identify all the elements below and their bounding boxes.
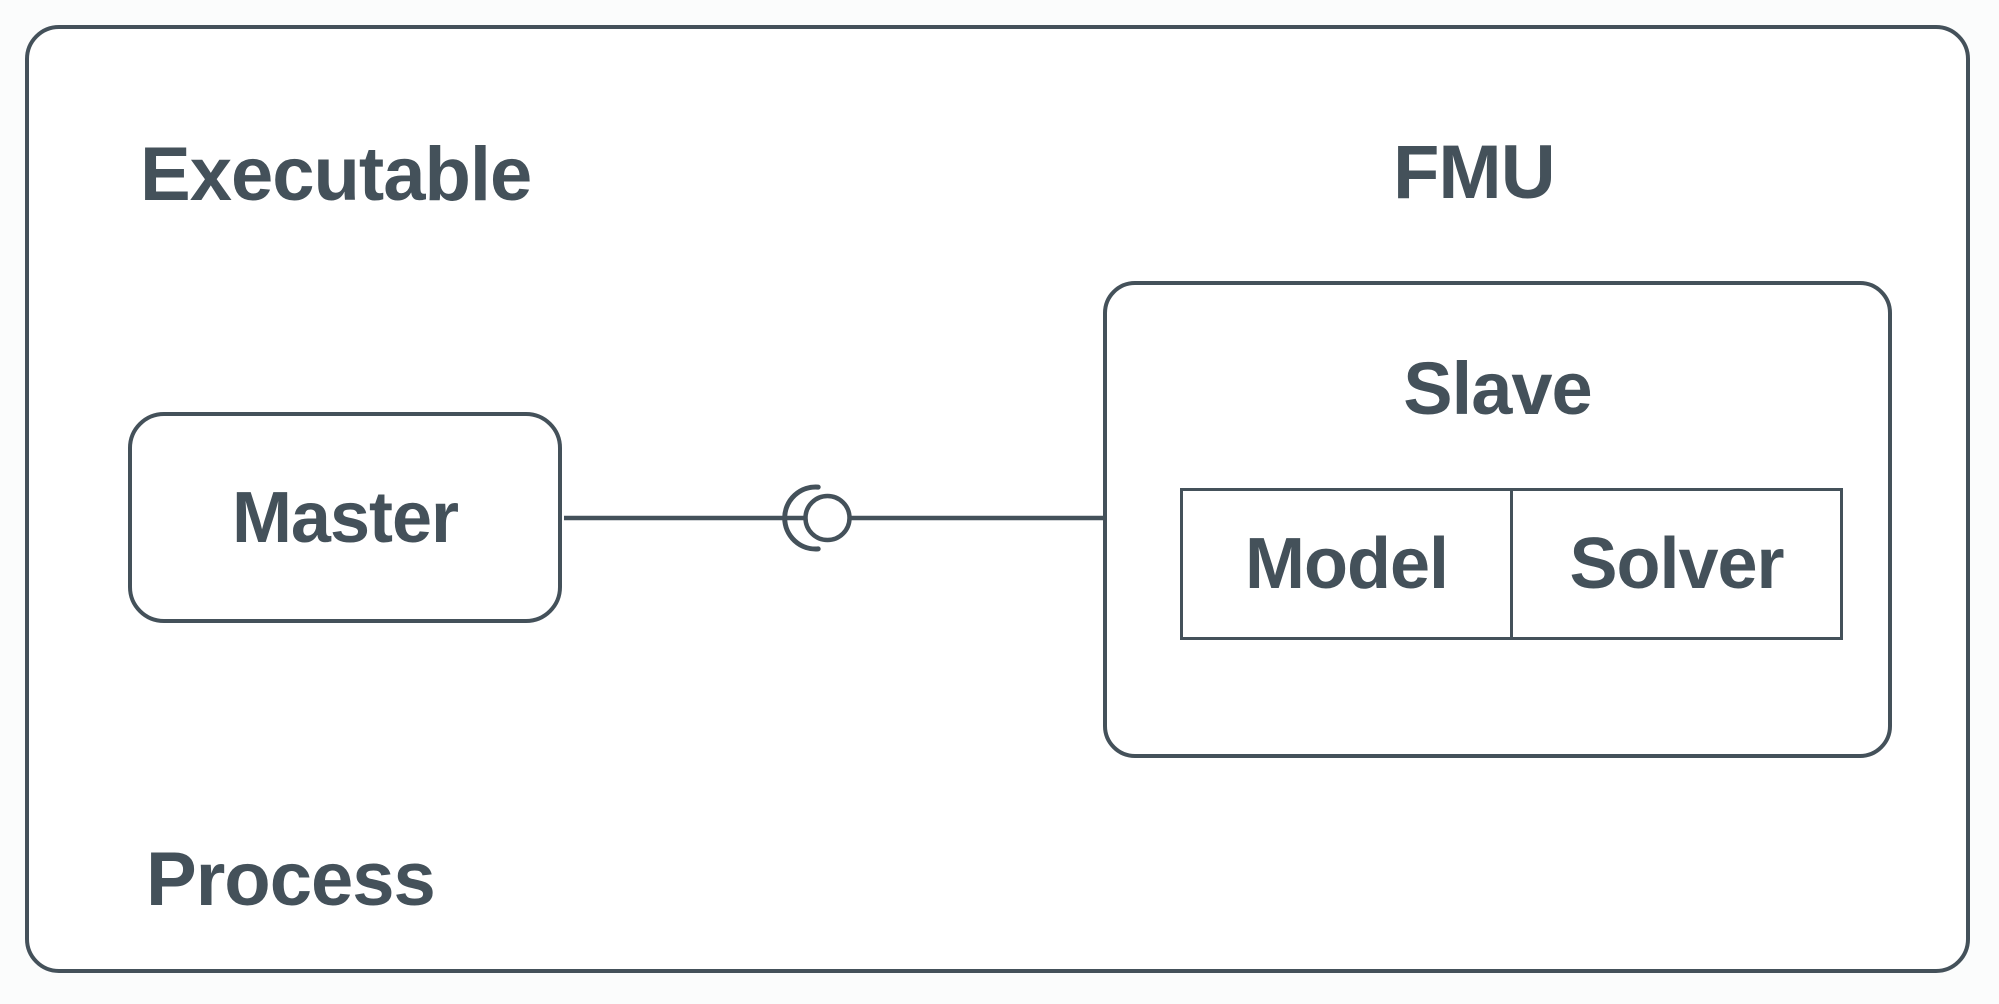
executable-label: Executable: [140, 132, 532, 217]
slave-components-table: Model Solver: [1180, 488, 1843, 640]
fmu-label: FMU: [1393, 130, 1556, 215]
model-label: Model: [1245, 524, 1449, 604]
master-node: Master: [128, 412, 562, 623]
model-cell: Model: [1183, 491, 1510, 637]
slave-label: Slave: [1403, 347, 1592, 430]
process-label: Process: [146, 837, 436, 922]
solver-label: Solver: [1569, 524, 1784, 604]
solver-cell: Solver: [1510, 491, 1840, 637]
master-label: Master: [231, 477, 459, 558]
